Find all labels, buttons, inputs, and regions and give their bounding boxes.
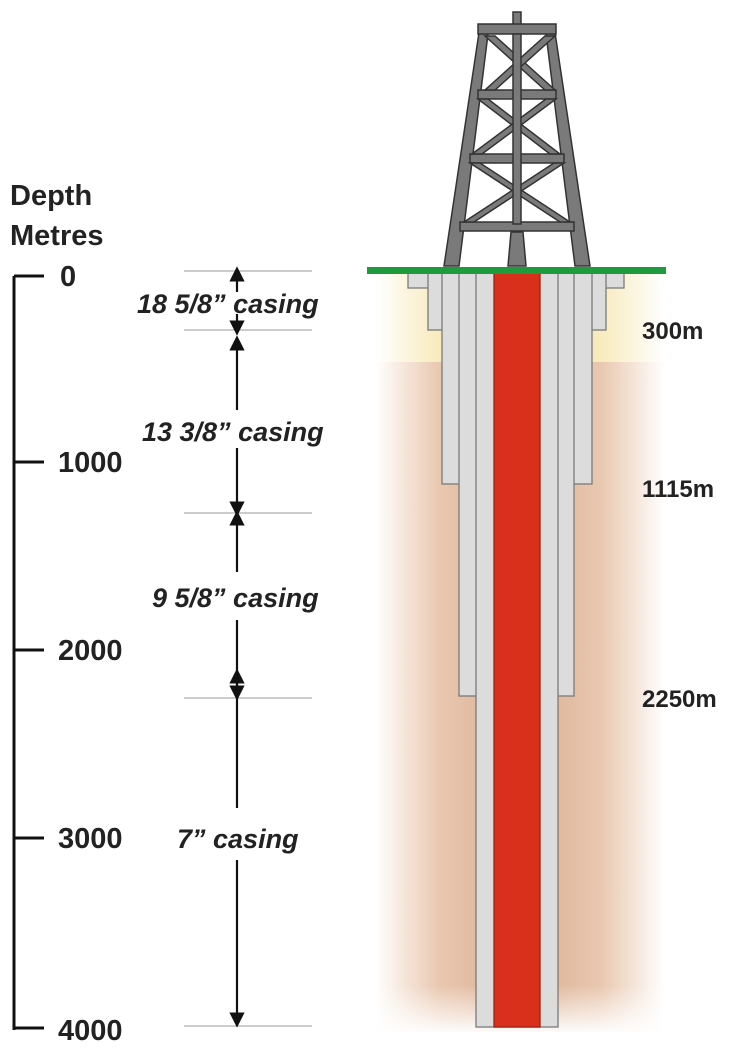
production-tubing [493,271,541,1028]
shoe-depth-1115m: 1115m [642,476,714,503]
ground-surface-line [367,267,666,274]
casing-strings [407,271,625,1028]
tick-label-1000: 1000 [58,447,123,479]
tick-label-4000: 4000 [58,1015,123,1047]
drilling-derrick-icon [443,11,591,267]
depth-axis: Depth Metres 0 1000 2000 3000 4000 [10,180,123,1047]
shoe-depth-labels: 300m 1115m 2250m [642,318,717,713]
shoe-depth-2250m: 2250m [642,686,717,713]
axis-title-line1: Depth [10,180,92,212]
casing-label-9-5-8: 9 5/8” casing [152,583,319,613]
shoe-depth-300m: 300m [642,318,703,345]
casing-label-7: 7” casing [177,824,299,854]
tick-label-2000: 2000 [58,635,123,667]
casing-label-13-3-8: 13 3/8” casing [142,417,324,447]
interval-boundaries [184,270,312,1027]
tick-label-0: 0 [60,261,76,293]
tick-label-3000: 3000 [58,823,123,855]
axis-title-line2: Metres [10,220,104,252]
casing-labels: 18 5/8” casing 13 3/8” casing 9 5/8” cas… [137,289,324,854]
casing-label-18-5-8: 18 5/8” casing [137,289,319,319]
